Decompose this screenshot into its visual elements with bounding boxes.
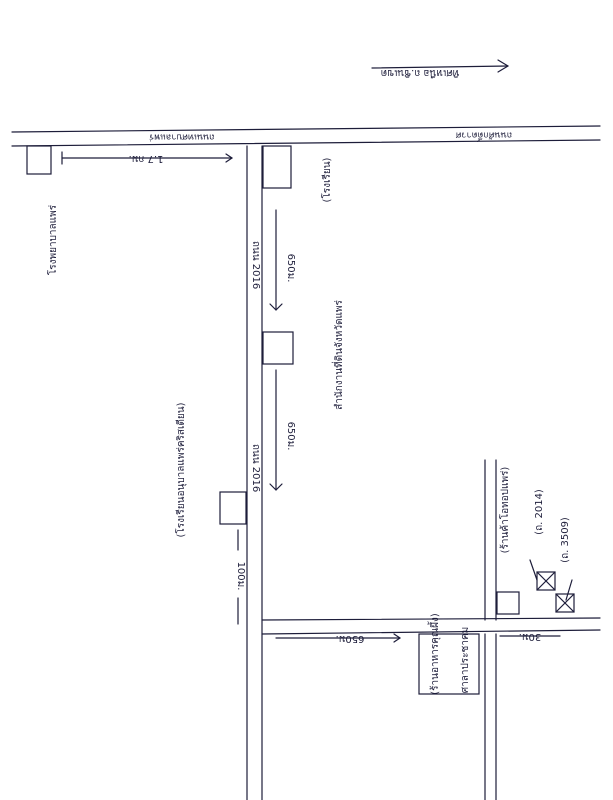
building-office [262,331,294,365]
road-lower-upper-line [261,617,601,621]
building-school [219,491,247,525]
building-shop [496,591,520,615]
road-top-right-label: ถนนศักดิ์ดาวศ [455,129,513,140]
distance-label-3: 650ม. [285,421,296,451]
north-label: ทิศเหนือ ถ.ชินเขต [380,67,460,78]
place-hall-label: (โรงเรียนอนุบาลแพร่คริสเตียน) [176,402,187,538]
marker-box-2 [555,593,575,613]
place-shop-label: (ร้านค้าโอทอปแพร่) [500,466,511,554]
distance-label-1: 1.7 กม. [128,153,164,164]
marker-box-1 [536,571,556,591]
marker-1-label: (ถ. 2014) [534,489,545,535]
building-hospital [26,145,52,175]
north-arrow-line [371,65,509,69]
distance-label-6: 30ม. [518,631,542,642]
distance-label-5: 650ม. [335,633,365,644]
road-top-upper-line [11,125,601,133]
place-office-top-label: (โรงเรียน) [322,157,333,203]
building-office-top [262,145,292,189]
road-lower-lower-line [261,629,601,635]
road-vertical-upper-label: ถนน 2016 [250,240,261,290]
road-top-lower-line [11,139,601,147]
place-temple-sub-label: ศาลาประชาคม [460,626,471,694]
marker-2-label: (ถ. 3509) [560,517,571,563]
building-temple [418,633,480,695]
road-vertical-lower-label: ถนน 2016 [250,443,261,493]
distance-label-4: 100ม. [235,561,246,591]
place-hospital-label: โรงพยาบาลแพร่ [48,204,59,276]
place-office-label: สำนักงานที่ดินจังหวัดแพร่ [334,300,345,410]
distance-label-2: 650ม. [285,253,296,283]
road-top-left-label: ถนนเทศบาลแพร่ [149,131,215,142]
place-temple-label: (ร้านอาหารคุณผึ้ง) [430,613,441,695]
